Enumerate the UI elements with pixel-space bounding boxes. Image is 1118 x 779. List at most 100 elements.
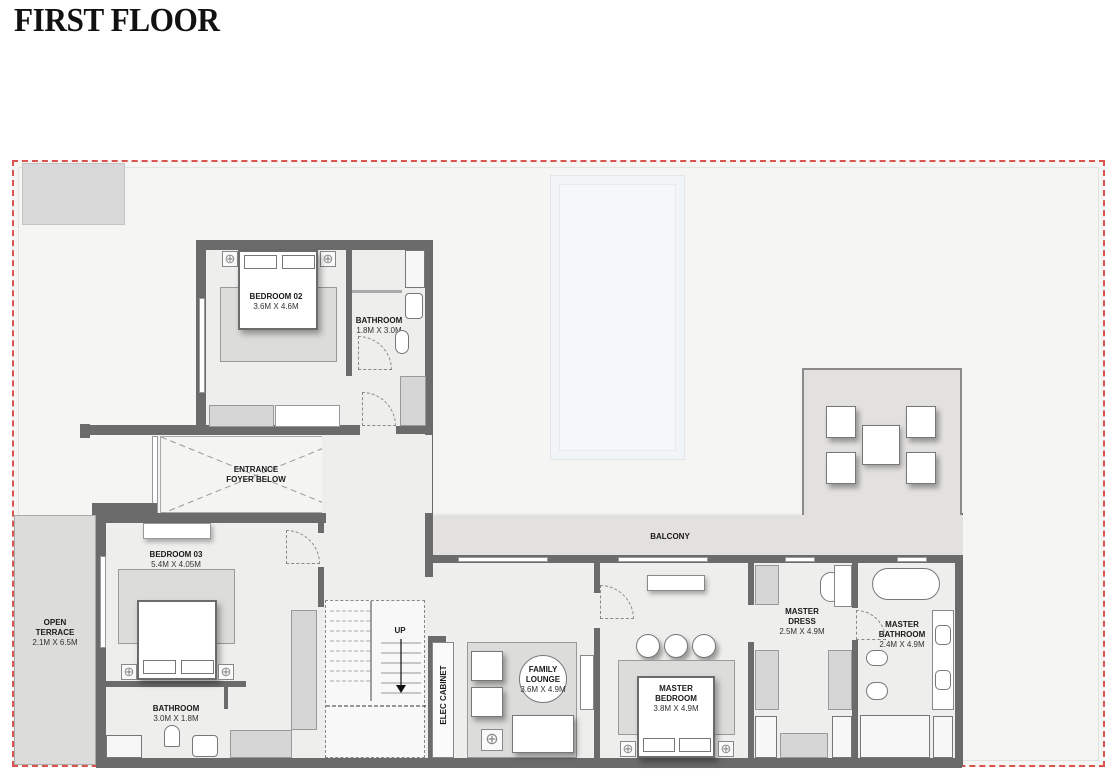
bed [637,676,715,758]
wall [594,628,600,763]
stair-treads-icon [326,601,426,707]
wall [594,563,600,593]
wall [425,513,433,577]
wall [396,426,432,434]
window [897,557,927,562]
window [199,298,205,393]
sink-icon [192,735,218,757]
page-title: FIRST FLOOR [14,2,220,39]
site-block [22,163,125,225]
balcony-label: BALCONY [650,532,690,541]
wardrobe [828,650,852,710]
outdoor-chair [826,452,856,484]
desk [275,405,340,427]
shower [106,735,142,758]
bed [238,250,318,330]
wall [425,240,433,515]
wardrobe [755,650,779,710]
storage [832,716,852,758]
balcony [433,515,963,555]
outdoor-chair [906,452,936,484]
nightstand-icon: ⊕ [320,251,336,267]
wardrobe [209,405,274,427]
void-cross-icon [161,437,351,514]
wall [92,503,157,515]
sofa [512,715,574,753]
corridor [322,435,432,515]
elec-cabinet [432,642,454,758]
sliding-door [618,557,708,562]
wall [224,687,228,709]
wardrobe-top [143,523,211,539]
wall [346,248,352,376]
nightstand-icon: ⊕ [620,741,636,757]
nightstand-icon: ⊕ [218,664,234,680]
wall [748,642,754,762]
nightstand-icon: ⊕ [121,664,137,680]
bathroom-upper-label: BATHROOM 1.8M X 3.0M [355,316,403,335]
wall [106,681,246,687]
open-terrace [14,515,96,765]
armchair [471,651,503,681]
stairs-up-label: UP [394,626,406,635]
wall [318,567,324,607]
sink-icon [935,670,951,690]
staircase [325,600,426,758]
wall [80,425,360,435]
bathroom-lower-label: BATHROOM 3.0M X 1.8M [152,704,200,723]
vanity [834,565,852,607]
outdoor-chair [826,406,856,438]
tv-console [647,575,705,591]
wall [852,563,858,608]
wardrobe [780,733,828,758]
wall [428,636,434,761]
wall [96,758,962,768]
wardrobe [291,610,317,730]
storage [933,716,953,758]
armchair [471,687,503,717]
shower [405,250,425,288]
master-dress-label: MASTER DRESS 2.5M X 4.9M [779,607,825,636]
outdoor-table [862,425,900,465]
pool-below [550,175,685,460]
storage [755,716,777,758]
toilet-icon [866,682,888,700]
lounge-chair [636,634,660,658]
wardrobe [230,730,292,758]
bed [137,600,217,680]
nightstand-icon: ⊕ [222,251,238,267]
wall [96,513,326,523]
bedroom02-label: BEDROOM 02 3.6M X 4.6M [249,292,303,311]
wall [352,290,402,293]
open-terrace-label: OPEN TERRACE 2.1M X 6.5M [32,618,78,647]
outdoor-chair [906,406,936,438]
toilet-icon [395,330,409,354]
tv-unit [580,655,594,710]
shower [860,715,930,758]
wall [196,240,432,250]
wall [428,636,446,642]
round-table [664,634,688,658]
side-table-icon: ⊕ [481,729,503,751]
wardrobe [400,376,426,426]
sink-icon [405,293,423,319]
family-lounge-label: FAMILY LOUNGE 3.6M X 4.9M [520,665,566,694]
master-bathroom-label: MASTER BATHROOM 2.4M X 4.9M [878,620,926,649]
window [100,556,106,648]
nightstand-icon: ⊕ [718,741,734,757]
sink-icon [935,625,951,645]
wardrobe [755,565,779,605]
wall [852,640,858,762]
master-bedroom-label: MASTER BEDROOM 3.8M X 4.9M [653,684,699,713]
foyer-void [160,436,351,514]
bidet-icon [866,650,888,666]
window [785,557,815,562]
bathtub-icon [872,568,940,600]
bedroom03-label: BEDROOM 03 5.4M X 4.05M [149,550,203,569]
family-lounge-badge [519,655,567,703]
wall [80,424,90,438]
toilet-icon [164,725,180,747]
foyer-label: ENTRANCE FOYER BELOW [226,465,286,484]
wall [748,563,754,605]
lounge-chair [692,634,716,658]
